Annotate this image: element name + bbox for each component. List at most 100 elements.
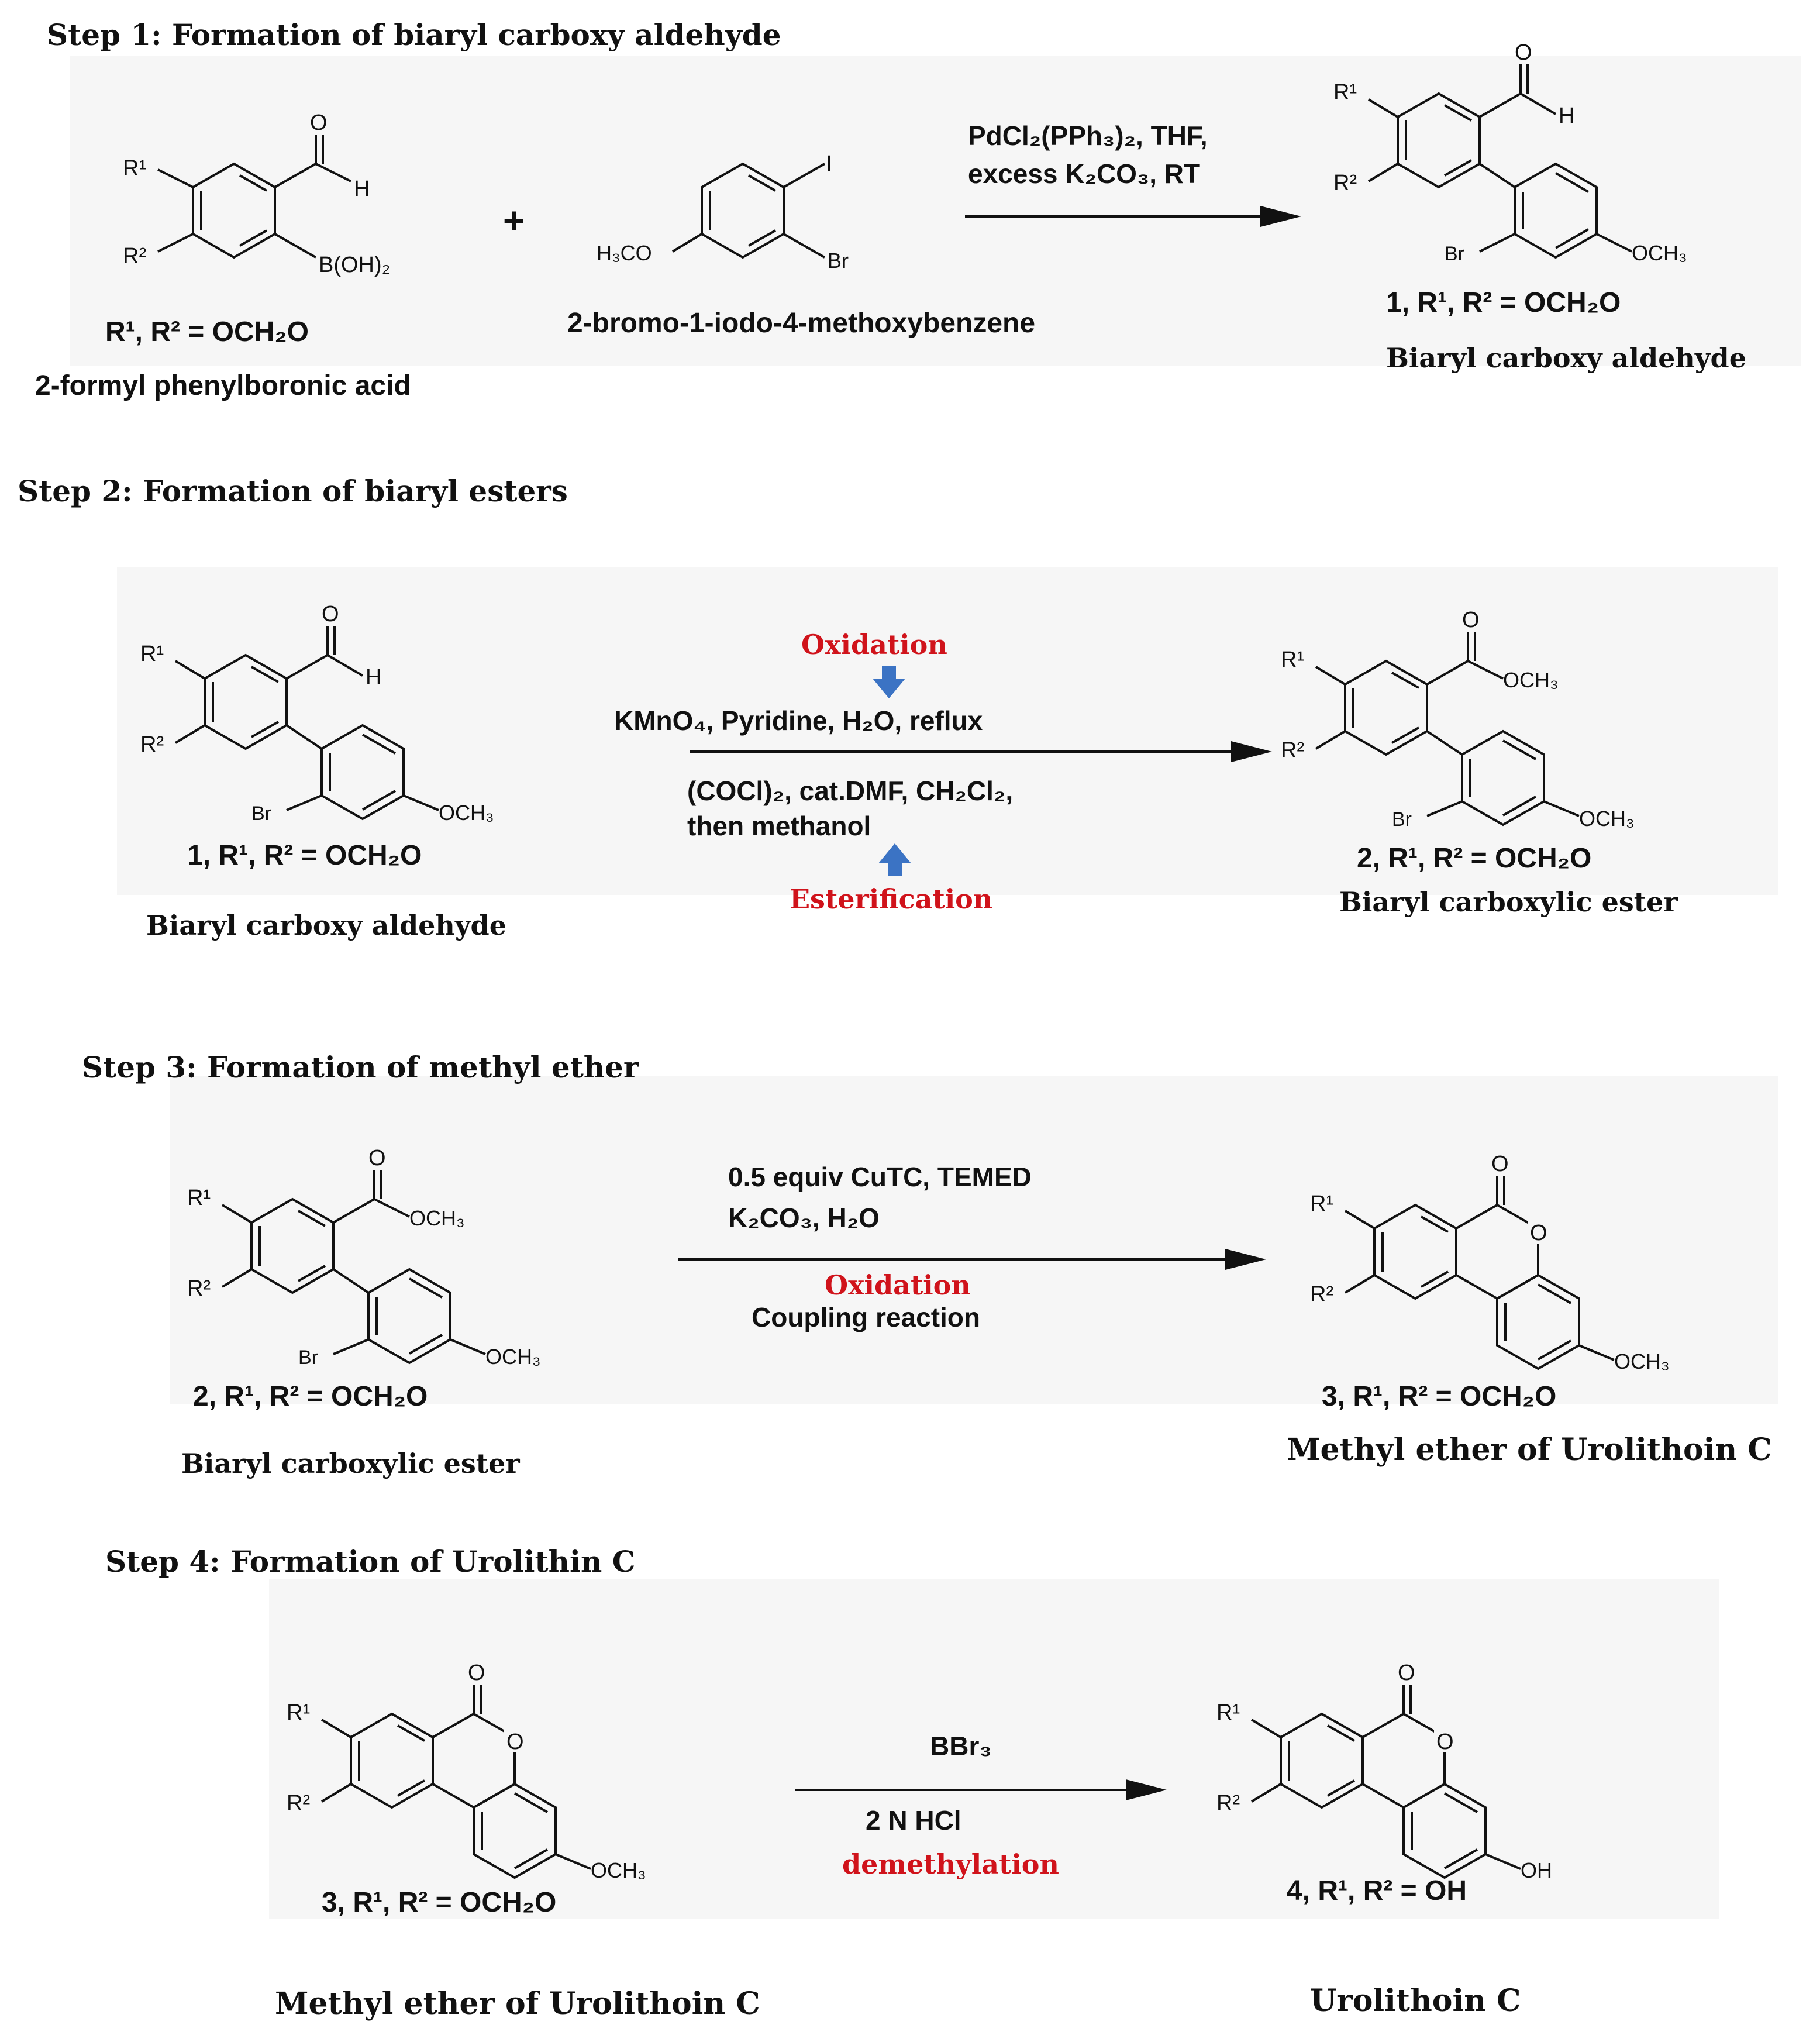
atom-R2: R² <box>187 1276 211 1301</box>
atom-OCH3: OCH₃ <box>1632 241 1687 265</box>
step2-reactant-structure: O H R¹ R² Br OCH₃ <box>140 602 494 825</box>
atom-H3CO: H₃CO <box>597 241 652 265</box>
atom-O-ring: O <box>1436 1730 1454 1754</box>
atom-R2: R² <box>287 1791 310 1816</box>
atom-OCH3: OCH₃ <box>1579 807 1635 831</box>
step1-reagent-line1: PdCl₂(PPh₃)₂, THF, <box>968 120 1208 151</box>
step2-product-structure: O OCH₃ R¹ R² Br OCH₃ <box>1281 608 1635 831</box>
step1-reactant2-name: 2-bromo-1-iodo-4-methoxybenzene <box>567 308 1036 339</box>
bromoiodomethoxybenzene-structure: I Br H₃CO <box>597 151 849 273</box>
step1-reactant1-label: R¹, R² = OCH₂O <box>105 316 309 347</box>
atom-O: O <box>468 1661 485 1685</box>
step3-coupling-label: Coupling reaction <box>752 1302 980 1332</box>
step2-product-name: Biaryl carboxylic ester <box>1339 886 1678 918</box>
atom-R2: R² <box>1333 171 1357 195</box>
step3-product-label: 3, R¹, R² = OCH₂O <box>1322 1381 1557 1412</box>
atom-OCH3: OCH₃ <box>591 1858 646 1882</box>
step4-reactant-structure: O O R¹ R² OCH₃ <box>287 1661 646 1882</box>
step2-reaction-arrow <box>690 741 1272 762</box>
step4-product-structure: O O R¹ R² OH <box>1216 1661 1552 1882</box>
step4-reagent-top: BBr₃ <box>930 1731 992 1761</box>
atom-O: O <box>1398 1661 1415 1685</box>
step3-reactant-name: Biaryl carboxylic ester <box>181 1448 520 1479</box>
step3-header: Step 3: Formation of methyl ether <box>82 1050 639 1084</box>
step1-panel <box>70 56 1801 366</box>
atom-R2: R² <box>1281 738 1304 763</box>
atom-R2: R² <box>123 244 146 268</box>
formylphenylboronic-acid-structure: O H R¹ R² B(OH)₂ <box>123 111 390 277</box>
atom-H: H <box>366 665 381 690</box>
atom-OCH3: OCH₃ <box>485 1345 541 1369</box>
step4-reagent-bottom: 2 N HCl <box>866 1805 961 1836</box>
atom-O: O <box>1491 1152 1509 1176</box>
step2-down-arrow <box>873 666 905 698</box>
atom-OH: OH <box>1521 1858 1552 1882</box>
step4-reactant-label: 3, R¹, R² = OCH₂O <box>322 1887 557 1918</box>
step2-reagents-bottom-line1: (COCl)₂, cat.DMF, CH₂Cl₂, <box>687 776 1014 806</box>
atom-OCH3: OCH₃ <box>409 1206 465 1230</box>
atom-O-ring: O <box>506 1730 524 1754</box>
step2-esterification-label: Esterification <box>790 883 993 915</box>
step3-reagent-line1: 0.5 equiv CuTC, TEMED <box>728 1162 1032 1192</box>
atom-R1: R¹ <box>1216 1700 1240 1725</box>
atom-Br: Br <box>1392 808 1412 831</box>
atom-R1: R¹ <box>1333 80 1357 105</box>
step3-oxidation-label: Oxidation <box>825 1269 971 1301</box>
step2-reagents-top: KMnO₄, Pyridine, H₂O, reflux <box>614 705 983 736</box>
atom-R2: R² <box>140 732 164 757</box>
step4-header: Step 4: Formation of Urolithin C <box>105 1544 636 1579</box>
atom-R1: R¹ <box>1310 1192 1333 1216</box>
atom-R1: R¹ <box>287 1700 310 1725</box>
atom-O: O <box>322 602 339 626</box>
atom-I: I <box>826 151 832 176</box>
step2-header: Step 2: Formation of biaryl esters <box>18 474 568 508</box>
atom-OCH3: OCH₃ <box>439 801 494 825</box>
step1-header: Step 1: Formation of biaryl carboxy alde… <box>47 18 781 52</box>
step1-reactant1-name: 2-formyl phenylboronic acid <box>35 370 411 401</box>
step1-product-name: Biaryl carboxy aldehyde <box>1386 342 1746 374</box>
step2-reactant-name: Biaryl carboxy aldehyde <box>146 910 506 941</box>
step4-reaction-arrow <box>795 1779 1167 1800</box>
atom-Br: Br <box>1445 243 1464 265</box>
atom-R2: R² <box>1310 1282 1333 1307</box>
atom-Br: Br <box>251 803 271 825</box>
step3-reaction-arrow <box>678 1249 1266 1270</box>
step2-reactant-label: 1, R¹, R² = OCH₂O <box>187 840 422 871</box>
step3-reactant-label: 2, R¹, R² = OCH₂O <box>193 1381 428 1412</box>
atom-H: H <box>354 177 370 201</box>
step3-reactant-structure: O OCH₃ R¹ R² Br OCH₃ <box>187 1146 541 1369</box>
step3-reagent-line2: K₂CO₃, H₂O <box>728 1203 880 1233</box>
atom-R1: R¹ <box>123 156 146 181</box>
atom-OCH3: OCH₃ <box>1614 1349 1670 1373</box>
step4-reactant-name: Methyl ether of Urolithoin C <box>275 1986 760 2022</box>
atom-O-ring: O <box>1530 1221 1547 1245</box>
step2-up-arrow <box>878 843 911 876</box>
step3-product-name: Methyl ether of Urolithoin C <box>1287 1432 1772 1468</box>
step4-demethylation-label: demethylation <box>842 1848 1059 1880</box>
step4-product-label: 4, R¹, R² = OH <box>1287 1875 1467 1906</box>
atom-H: H <box>1559 104 1574 128</box>
atom-O: O <box>1515 40 1532 65</box>
step4-product-name: Urolithoin C <box>1310 1983 1521 2019</box>
step3-product-structure: O O R¹ R² OCH₃ <box>1310 1152 1670 1373</box>
plus-sign: + <box>503 199 525 242</box>
atom-Br: Br <box>828 249 849 273</box>
atom-R1: R¹ <box>140 642 164 666</box>
step2-oxidation-label: Oxidation <box>801 629 947 660</box>
step3-panel <box>170 1076 1778 1404</box>
atom-BOH2: B(OH)₂ <box>319 253 390 277</box>
biaryl-aldehyde-structure: O H R¹ R² Br OCH₃ <box>1333 40 1687 265</box>
step1-reagent-line2: excess K₂CO₃, RT <box>968 159 1201 189</box>
atom-R1: R¹ <box>1281 648 1304 672</box>
atom-O: O <box>1462 608 1480 632</box>
step2-reagents-bottom-line2: then methanol <box>687 811 871 841</box>
atom-R1: R¹ <box>187 1186 211 1210</box>
atom-Br: Br <box>298 1347 318 1369</box>
atom-R2: R² <box>1216 1791 1240 1816</box>
atom-O: O <box>368 1146 386 1170</box>
atom-O: O <box>310 111 328 135</box>
atom-OCH3: OCH₃ <box>1503 668 1559 692</box>
step2-product-label: 2, R¹, R² = OCH₂O <box>1357 843 1592 874</box>
step1-product-label: 1, R¹, R² = OCH₂O <box>1386 287 1621 318</box>
step1-reaction-arrow <box>965 206 1301 227</box>
